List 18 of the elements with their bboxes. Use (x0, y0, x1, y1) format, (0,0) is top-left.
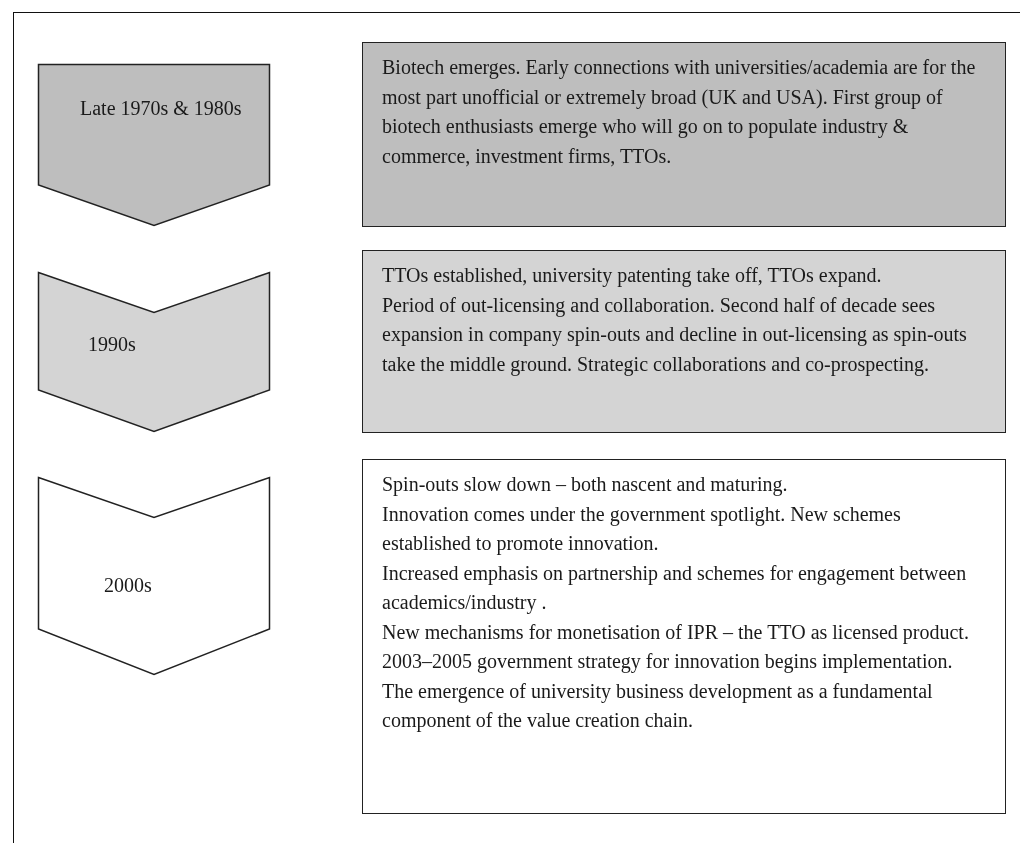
chevron-arrow (38, 272, 270, 432)
description-box (362, 459, 1006, 814)
description-text: Period of out-licensing and collaboration. Second half of decade sees expansion in company spin-outs and decline in out-licensing as spin-outs take the middle ground. Strategic collaborations and co-prospecting. (382, 292, 968, 378)
description-text: 2003–2005 government strategy for innovation begins implementation. (382, 649, 954, 675)
description-text: Spin-outs slow down – both nascent and maturing. (382, 472, 789, 498)
description-text: Innovation comes under the government spotlight. New schemes established to promote innovation. (382, 501, 902, 557)
period-label: Late 1970s & 1980s (80, 96, 243, 121)
description-text: The emergence of university business development as a fundamental component of the value creation chain. (382, 678, 934, 734)
chevron-arrow (38, 477, 270, 675)
description-text: TTOs established, university patenting take off, TTOs expand. (382, 263, 883, 289)
description-text: Biotech emerges. Early connections with universities/academia are for the most part unofficial or extremely broad (UK and USA). First group of biotech enthusiasts emerge who will go on to populate industry & commerce, investment firms, TTOs. (382, 55, 977, 169)
description-box (362, 250, 1006, 433)
description-text: New mechanisms for monetisation of IPR – the TTO as licensed product. (382, 619, 970, 646)
description-box (362, 42, 1006, 227)
description-text: Increased emphasis on partnership and schemes for engagement between academics/industry . (382, 560, 968, 616)
period-label: 1990s (88, 332, 137, 357)
period-label: 2000s (104, 573, 153, 598)
chevron-arrow (38, 64, 270, 226)
